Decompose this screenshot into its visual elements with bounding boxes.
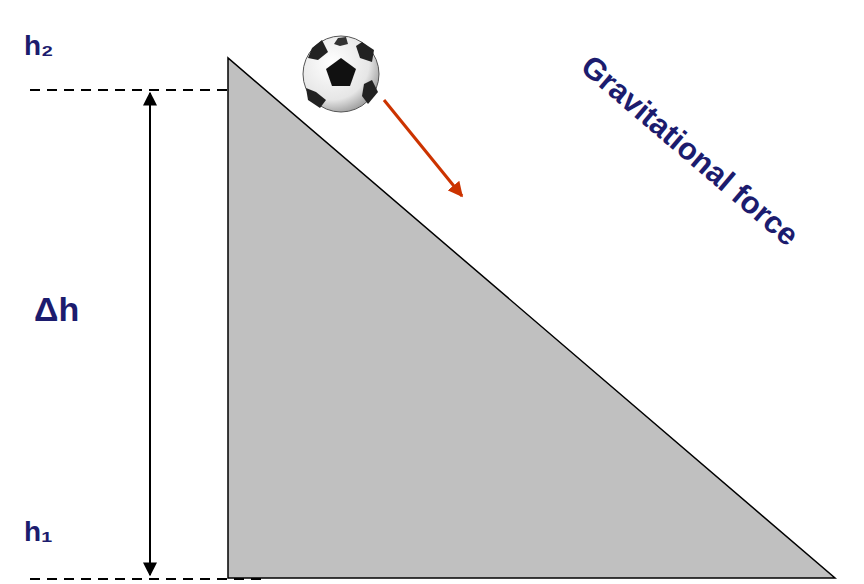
height-line [30,578,262,580]
soccer-ball [303,36,379,112]
force-label: Gravitational force [576,49,804,250]
force-arrow [384,100,462,196]
incline [228,58,835,578]
height-arrow [149,93,151,575]
height-label: h₁ [24,518,53,546]
height-difference-label: Δh [34,292,79,326]
height-label: h₂ [24,32,54,60]
height-line [30,89,228,91]
